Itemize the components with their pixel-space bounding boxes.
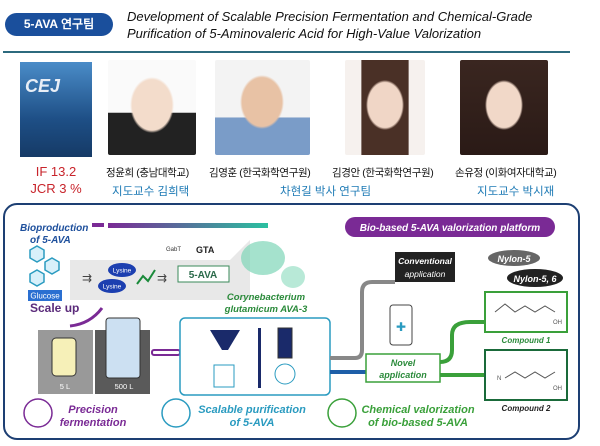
- title-line-2: Purification of 5-Aminovaleric Acid for …: [127, 26, 482, 41]
- nylon5-label: Nylon-5: [497, 254, 531, 264]
- compound1-oh: OH: [553, 320, 562, 326]
- novel-box: [365, 353, 441, 383]
- novel-label-2: application: [379, 370, 427, 380]
- advisor-3: 지도교수 박시재: [477, 186, 555, 198]
- nylon5-badge: [488, 250, 540, 266]
- bacterium-icon-2: [281, 266, 305, 288]
- gabt-label: GabT: [166, 247, 181, 253]
- impact-factor: IF 13.2: [35, 164, 77, 179]
- person-name-2: 김영훈 (한국화학연구원): [209, 167, 311, 179]
- bioproduction-label-1: Bioproduction: [20, 223, 88, 234]
- person-name-4: 손유정 (이화여자대학교): [455, 167, 557, 179]
- journal-cover: CEJ: [20, 62, 92, 157]
- green-pipes: [439, 320, 485, 377]
- funnel-icon: [210, 330, 240, 350]
- volume-5l: 5 L: [60, 382, 70, 391]
- bioproduction-label-2: of 5-AVA: [30, 235, 71, 246]
- compound2-bonds: [504, 371, 556, 379]
- gta-label: GTA: [196, 245, 215, 255]
- purification-icon: [161, 398, 191, 428]
- person-name-1: 정윤희 (충남대학교): [106, 167, 189, 179]
- flask-icon: [274, 363, 296, 385]
- pathway-arrow: [136, 269, 156, 285]
- label-fermentation-1: Precision: [68, 404, 118, 416]
- column-icon: [277, 327, 293, 359]
- label-valorization-2: of bio-based 5-AVA: [368, 417, 468, 429]
- jcr-rank: JCR 3 %: [30, 181, 82, 196]
- nylon56-label: Nylon-5, 6: [513, 274, 557, 284]
- journal-cover-title: CEJ: [25, 76, 61, 96]
- conventional-label-2: application: [405, 269, 446, 279]
- glucose-label: Glucose: [30, 292, 60, 301]
- scale-up-label: Scale up: [30, 301, 79, 315]
- compound2-oh: OH: [553, 386, 562, 392]
- process-diagram: Bioproduction of 5-AVA Bio-based 5-AVA v…: [20, 217, 568, 429]
- divider: [3, 51, 570, 53]
- connector-pipe: [151, 349, 181, 356]
- purification-box: [179, 317, 331, 396]
- novel-label-1: Novel: [391, 358, 416, 368]
- volume-500l: 500 L: [115, 382, 134, 391]
- person-photo-3: [345, 60, 425, 155]
- compound2-n: N: [497, 376, 501, 382]
- person-photo-2: [215, 60, 310, 155]
- fermentation-chart-icon: [23, 398, 53, 428]
- reactor-5l-icon: [51, 337, 77, 377]
- bacterium-icon: [241, 241, 285, 275]
- team-badge: 5-AVA 연구팀: [5, 13, 113, 36]
- beaker-icon: [213, 364, 235, 388]
- compound1-label: Compound 1: [502, 336, 551, 345]
- strain-label-1: Corynebacterium: [227, 292, 306, 303]
- strain-label-2: glutamicum AVA-3: [224, 304, 308, 315]
- glucose-icon: [29, 245, 60, 287]
- compound1-structure: [484, 291, 568, 333]
- medical-cross-icon: ✚: [396, 320, 406, 334]
- conventional-box: [395, 252, 455, 282]
- label-fermentation-2: fermentation: [60, 417, 127, 429]
- person-name-3: 김경안 (한국화학연구원): [332, 167, 434, 179]
- glucose-tag: [28, 290, 62, 301]
- page-title: Development of Scalable Precision Fermen…: [127, 8, 587, 42]
- gradient-bar: [108, 223, 268, 228]
- advisor-2: 차현길 박사 연구팀: [280, 186, 372, 198]
- medicine-bottle-icon: [389, 304, 413, 346]
- chemistry-flask-icon: [327, 398, 357, 428]
- platform-badge-label: Bio-based 5-AVA valorization platform: [360, 223, 540, 234]
- stand-icon: [258, 328, 261, 388]
- arrow-icon-2: ⇉: [157, 271, 167, 285]
- platform-badge: [345, 217, 555, 237]
- progress-dashes: [92, 223, 104, 227]
- label-valorization-1: Chemical valorization: [361, 404, 474, 416]
- person-photo-4: [460, 60, 548, 155]
- product-label: 5-AVA: [189, 270, 218, 281]
- lysine-label-2: Lysine: [103, 284, 122, 291]
- product-box: [177, 265, 230, 283]
- title-line-1: Development of Scalable Precision Fermen…: [127, 9, 533, 24]
- label-purification-2: of 5-AVA: [230, 417, 275, 429]
- diagram-frame: [3, 203, 580, 440]
- advisor-1: 지도교수 김희택: [112, 186, 190, 198]
- lysine-bubble-1: [108, 263, 136, 277]
- arrow-icon: ⇉: [82, 271, 92, 285]
- compound2-label: Compound 2: [502, 404, 551, 413]
- lysine-label-1: Lysine: [113, 268, 132, 275]
- nylon56-badge: [507, 269, 563, 287]
- compound2-structure: [484, 349, 568, 401]
- conventional-label-1: Conventional: [398, 256, 452, 266]
- person-photo-1: [108, 60, 196, 155]
- conventional-pipe: [330, 280, 395, 360]
- lysine-bubble-2: [98, 279, 126, 293]
- label-purification-1: Scalable purification: [198, 404, 306, 416]
- compound1-bonds: [494, 303, 556, 313]
- scale-up-arrow: [69, 307, 104, 328]
- reactor-500l-icon: [105, 317, 141, 379]
